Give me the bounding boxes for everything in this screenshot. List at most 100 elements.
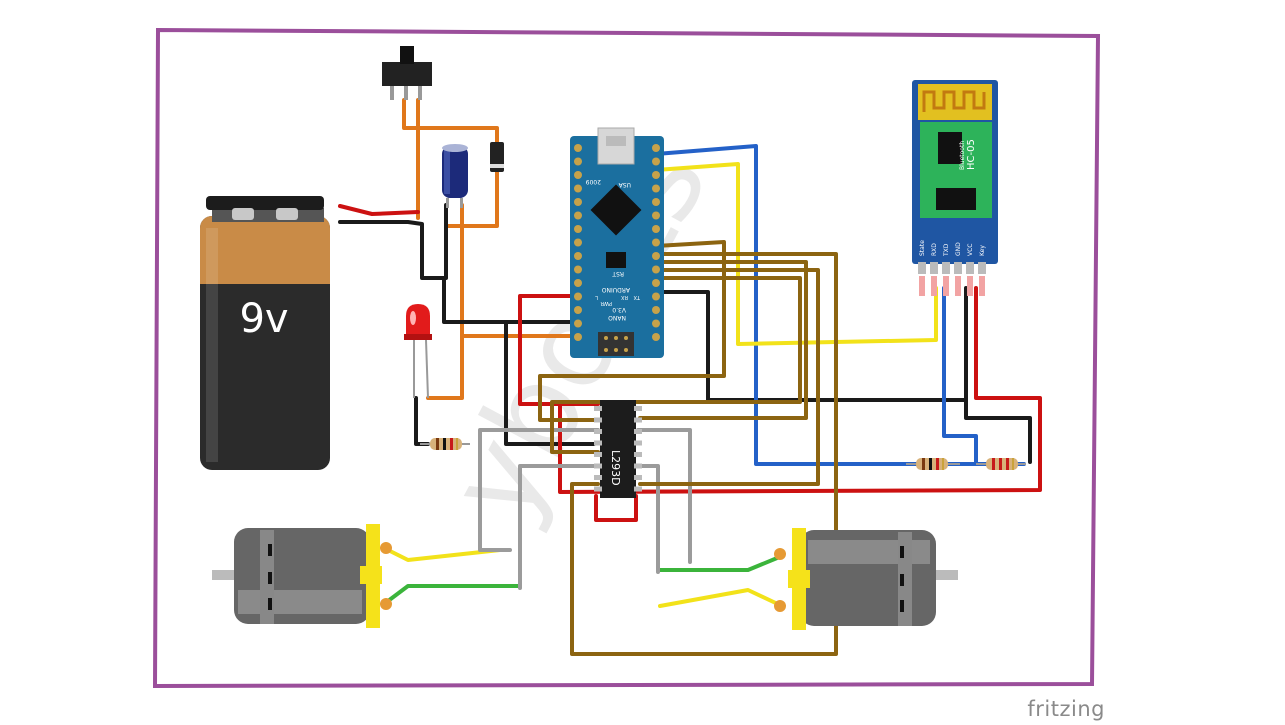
- hc05-pin: [918, 262, 926, 274]
- ic-pin: [594, 475, 602, 480]
- nano-led-pwr: PWR: [600, 300, 612, 306]
- hc05-name: HC-05: [966, 139, 977, 170]
- battery-9v: 9v: [200, 196, 330, 470]
- red-led: [404, 304, 432, 399]
- hc05-pin-lead: [919, 276, 925, 296]
- nano-name-label: ARDUINO: [601, 286, 630, 293]
- dc-motor-left: [212, 524, 392, 628]
- ic-pin: [594, 417, 602, 423]
- wire-black-battery-gnd: [338, 220, 586, 324]
- ic-pin: [594, 429, 602, 434]
- wire-red-ic-vcc: [594, 494, 638, 522]
- ic-pin: [634, 475, 642, 480]
- hc05-pin-label: State: [919, 240, 926, 256]
- nano-model-label: NANO: [608, 314, 626, 321]
- wire-red-5v: [518, 286, 1042, 494]
- nano-pin: [574, 265, 582, 274]
- hc05-pin-label: VCC: [967, 244, 974, 256]
- ic-pin: [594, 440, 602, 446]
- nano-pin: [574, 225, 582, 233]
- hc05-pin-lead: [943, 276, 949, 296]
- ic-pin: [634, 452, 642, 457]
- l293d-label: L293D: [609, 450, 622, 486]
- fritzing-logo: fritzing: [1027, 697, 1105, 721]
- nano-pin: [574, 319, 582, 328]
- wire-brown-d7: [638, 268, 820, 486]
- hc05-pin-label: TXD: [943, 243, 950, 257]
- wire-brown-d6: [638, 260, 808, 420]
- hc05-pin-lead: [955, 276, 961, 296]
- nano-pin: [574, 292, 582, 301]
- nano-pin: [574, 279, 582, 287]
- hc05-pin: [930, 262, 938, 274]
- nano-pin: [574, 252, 582, 260]
- nano-pin: [652, 333, 660, 341]
- nano-reset-label: RST: [612, 270, 624, 277]
- nano-pin: [652, 198, 660, 206]
- ic-pin: [634, 429, 642, 434]
- hc05-pin-lead: [979, 276, 985, 296]
- hc05-pin-label: GND: [955, 242, 962, 256]
- wire-yellow-d11-rx: [654, 162, 938, 346]
- nano-pin: [574, 238, 582, 247]
- hc05-pin: [966, 262, 974, 274]
- nano-pin: [574, 144, 582, 152]
- nano-pin: [574, 306, 582, 314]
- resistor-bt-2: [976, 458, 1026, 470]
- wire-yellow-motor-left: [382, 546, 502, 562]
- wire-yellow-motor-right: [658, 588, 784, 608]
- wire-gray-out2: [518, 464, 600, 590]
- nano-pin: [652, 279, 660, 287]
- nano-pin-headers: [574, 144, 660, 341]
- l293d-chip: L293D: [594, 400, 642, 498]
- wire-blue-d12: [654, 144, 1026, 466]
- wire-orange-cap-led: [426, 203, 464, 400]
- ic-pin: [594, 463, 602, 469]
- nano-pin: [652, 211, 660, 220]
- wire-gray-out3: [636, 428, 692, 564]
- nano-pin: [652, 171, 660, 179]
- nano-led-rx: RX: [621, 294, 628, 300]
- wire-black-led-res: [414, 396, 430, 446]
- wire-blue-bt-tx: [942, 286, 978, 466]
- wire-gray-out4: [636, 464, 660, 574]
- hc05-pin: [942, 262, 950, 274]
- nano-pin: [652, 144, 660, 152]
- slide-switch: [382, 46, 432, 100]
- nano-led-tx: TX: [633, 294, 641, 300]
- nano-pin: [574, 171, 582, 179]
- nano-led-l: L: [595, 294, 598, 300]
- wire-brown-d5: [538, 240, 726, 422]
- wires: [338, 98, 1042, 656]
- nano-pin: [652, 292, 660, 301]
- battery-label: 9v: [239, 296, 288, 342]
- nano-pin: [652, 238, 660, 247]
- nano-pin: [574, 198, 582, 206]
- electrolytic-capacitor: [442, 144, 468, 208]
- wire-gray-out1: [478, 428, 600, 552]
- nano-pin: [652, 184, 660, 193]
- nano-pin: [652, 157, 660, 166]
- wire-green-motor-left: [382, 584, 522, 606]
- nano-pin: [574, 157, 582, 166]
- nano-pin: [574, 211, 582, 220]
- wire-black-ic-gnd: [504, 320, 596, 446]
- diode: [490, 142, 504, 172]
- nano-pin: [652, 225, 660, 233]
- wire-green-motor-right: [658, 554, 784, 572]
- nano-pin: [652, 306, 660, 314]
- nano-usb-label: USA: [618, 181, 631, 188]
- hc05-pin-lead: [931, 276, 937, 296]
- nano-year-label: 2009: [586, 178, 601, 185]
- resistor-bt-1: [906, 458, 960, 470]
- wire-black-gnd-bt: [964, 398, 1032, 464]
- ic-pin: [634, 417, 642, 423]
- ic-pin: [594, 486, 602, 492]
- ic-pin: [634, 440, 642, 446]
- wire-orange-switch-diode: [402, 98, 499, 147]
- hc05-pin-label: Key: [979, 245, 986, 256]
- wire-red-battery-pos: [338, 204, 420, 216]
